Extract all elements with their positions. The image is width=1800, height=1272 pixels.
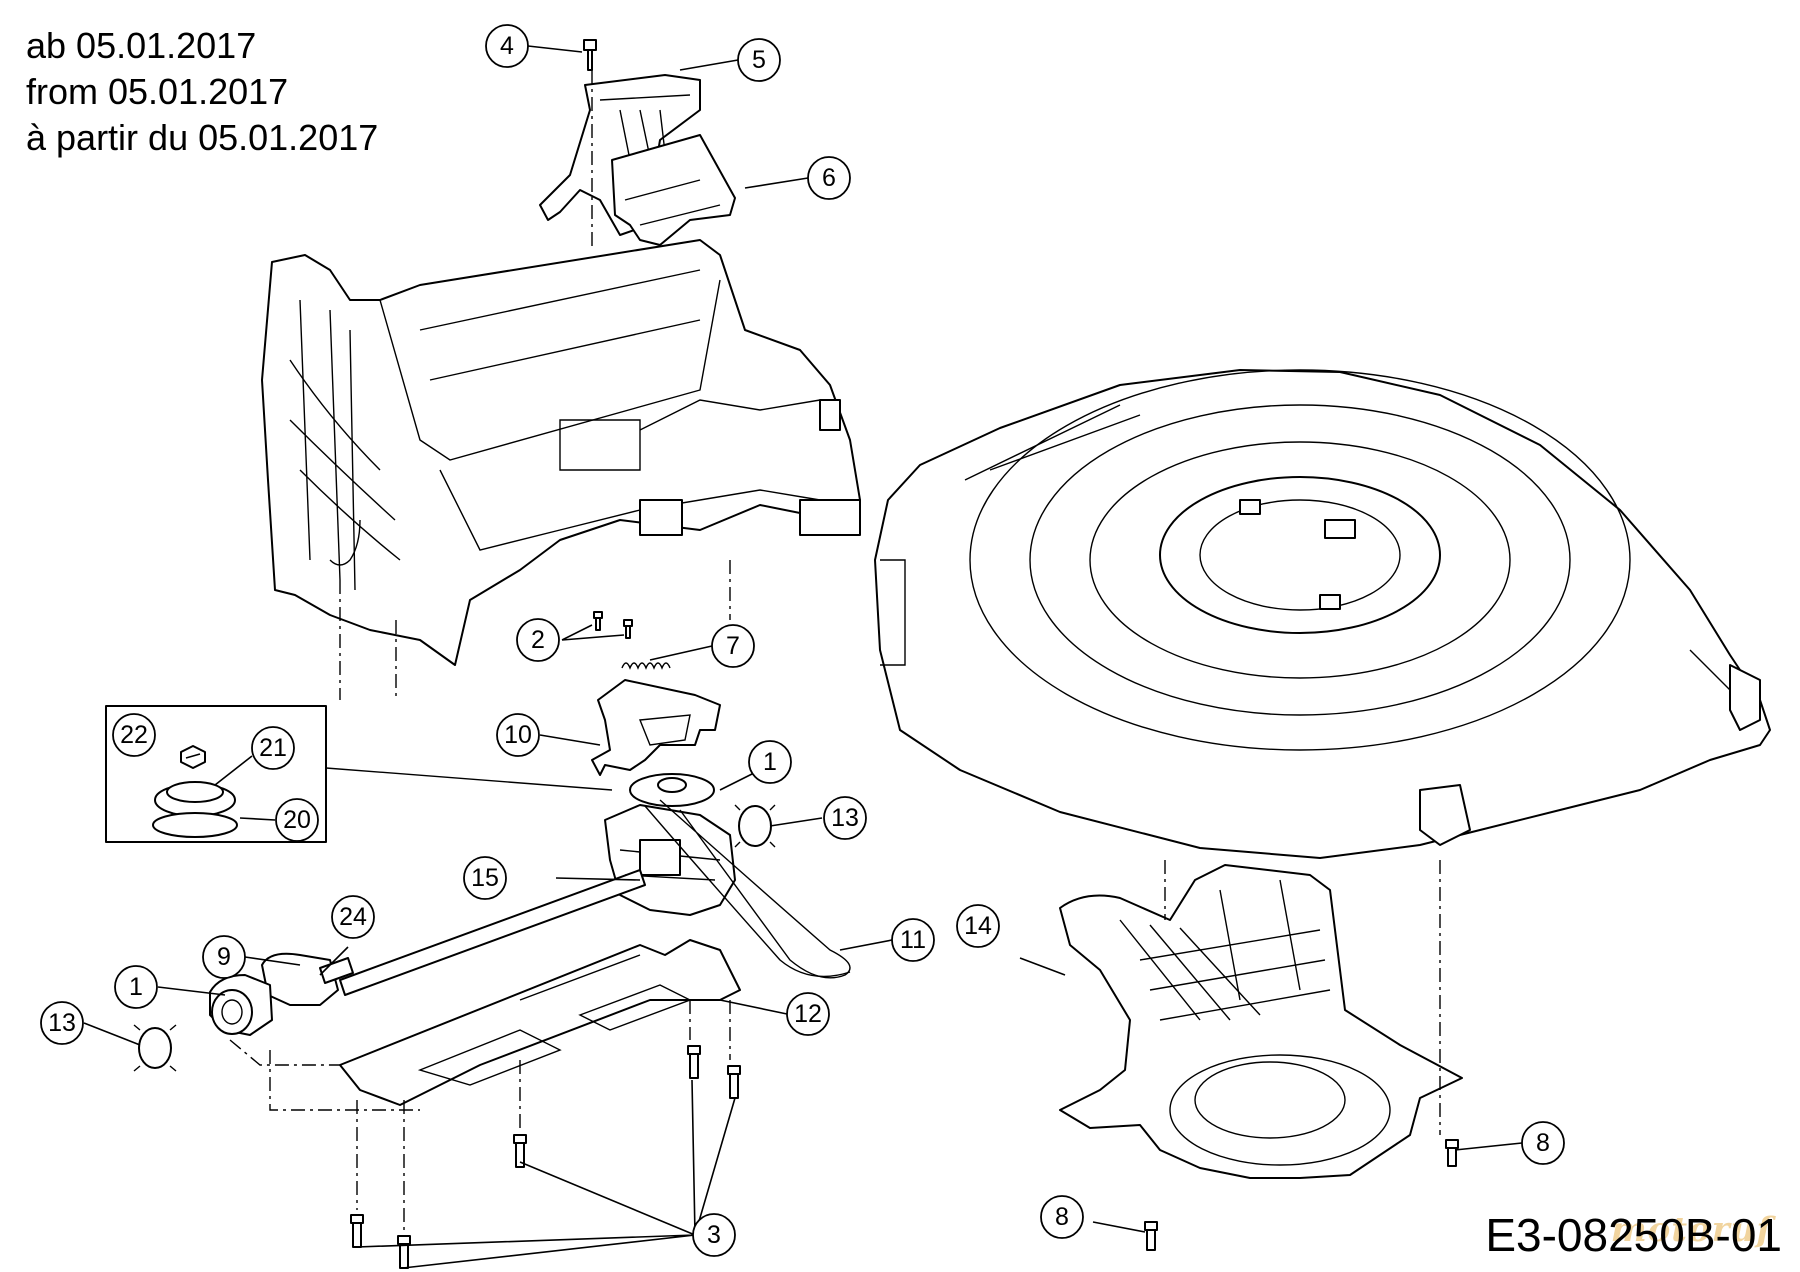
- svg-text:9: 9: [217, 943, 231, 971]
- callout-3: 3: [692, 1213, 736, 1257]
- discharge-chute-part-14: [1059, 864, 1463, 1179]
- validity-date-en: from 05.01.2017: [26, 71, 289, 112]
- mower-deck: [874, 369, 1771, 859]
- rear-frame: [261, 239, 861, 666]
- callout-22: 22: [112, 713, 156, 757]
- callout-11: 11: [891, 918, 935, 962]
- svg-text:13: 13: [48, 1009, 76, 1037]
- pinion-gear-part-13b: [133, 1024, 177, 1072]
- svg-text:22: 22: [120, 721, 148, 749]
- svg-text:12: 12: [794, 1000, 822, 1028]
- callout-12: 12: [786, 992, 830, 1036]
- svg-text:3: 3: [707, 1221, 721, 1249]
- svg-text:10: 10: [504, 721, 532, 749]
- callout-8-right: 8: [1521, 1121, 1565, 1165]
- callout-13-upper: 13: [823, 796, 867, 840]
- callout-14: 14: [956, 904, 1000, 948]
- svg-text:8: 8: [1536, 1129, 1550, 1157]
- svg-text:11: 11: [900, 926, 926, 954]
- callout-9: 9: [202, 935, 246, 979]
- leader-lines: [83, 45, 1523, 1269]
- drawing-code: E3-08250B-01: [1485, 1209, 1782, 1261]
- svg-text:1: 1: [763, 748, 777, 776]
- pulley-part-1: [629, 773, 715, 807]
- assembly-lines: [229, 70, 1441, 1230]
- callout-8-bottom: 8: [1040, 1195, 1084, 1239]
- svg-text:2: 2: [531, 626, 545, 654]
- svg-text:20: 20: [283, 806, 311, 834]
- callout-20: 20: [275, 798, 319, 842]
- validity-date-de: ab 05.01.2017: [26, 25, 257, 66]
- callout-1-shaft: 1: [114, 965, 158, 1009]
- svg-text:15: 15: [471, 864, 499, 892]
- callout-24: 24: [331, 895, 375, 939]
- drive-shaft: [209, 869, 646, 1036]
- callout-7: 7: [711, 624, 755, 668]
- callout-21: 21: [251, 726, 295, 770]
- callout-15: 15: [463, 856, 507, 900]
- callout-4: 4: [485, 24, 529, 68]
- svg-text:8: 8: [1055, 1203, 1069, 1231]
- svg-text:1: 1: [129, 973, 143, 1001]
- callout-13-lower: 13: [40, 1001, 84, 1045]
- svg-text:13: 13: [831, 804, 859, 832]
- validity-date-fr: à partir du 05.01.2017: [26, 117, 379, 158]
- callout-6: 6: [807, 156, 851, 200]
- spring-part-7: [621, 662, 671, 670]
- bracket-part-10: [591, 679, 721, 776]
- svg-text:5: 5: [752, 46, 766, 74]
- callout-1-pulley: 1: [748, 740, 792, 784]
- callout-2: 2: [516, 618, 560, 662]
- drive-belt-part-11: [644, 799, 851, 979]
- svg-text:4: 4: [500, 32, 514, 60]
- callout-10: 10: [496, 713, 540, 757]
- gearbox-part-15: [604, 804, 736, 916]
- svg-text:6: 6: [822, 164, 836, 192]
- callout-5: 5: [737, 38, 781, 82]
- svg-text:14: 14: [964, 912, 992, 940]
- rear-cover-part-6: [611, 134, 736, 246]
- svg-text:24: 24: [339, 903, 367, 931]
- pinion-gear-part-13a: [734, 804, 776, 848]
- svg-text:21: 21: [259, 734, 287, 762]
- svg-text:7: 7: [726, 632, 740, 660]
